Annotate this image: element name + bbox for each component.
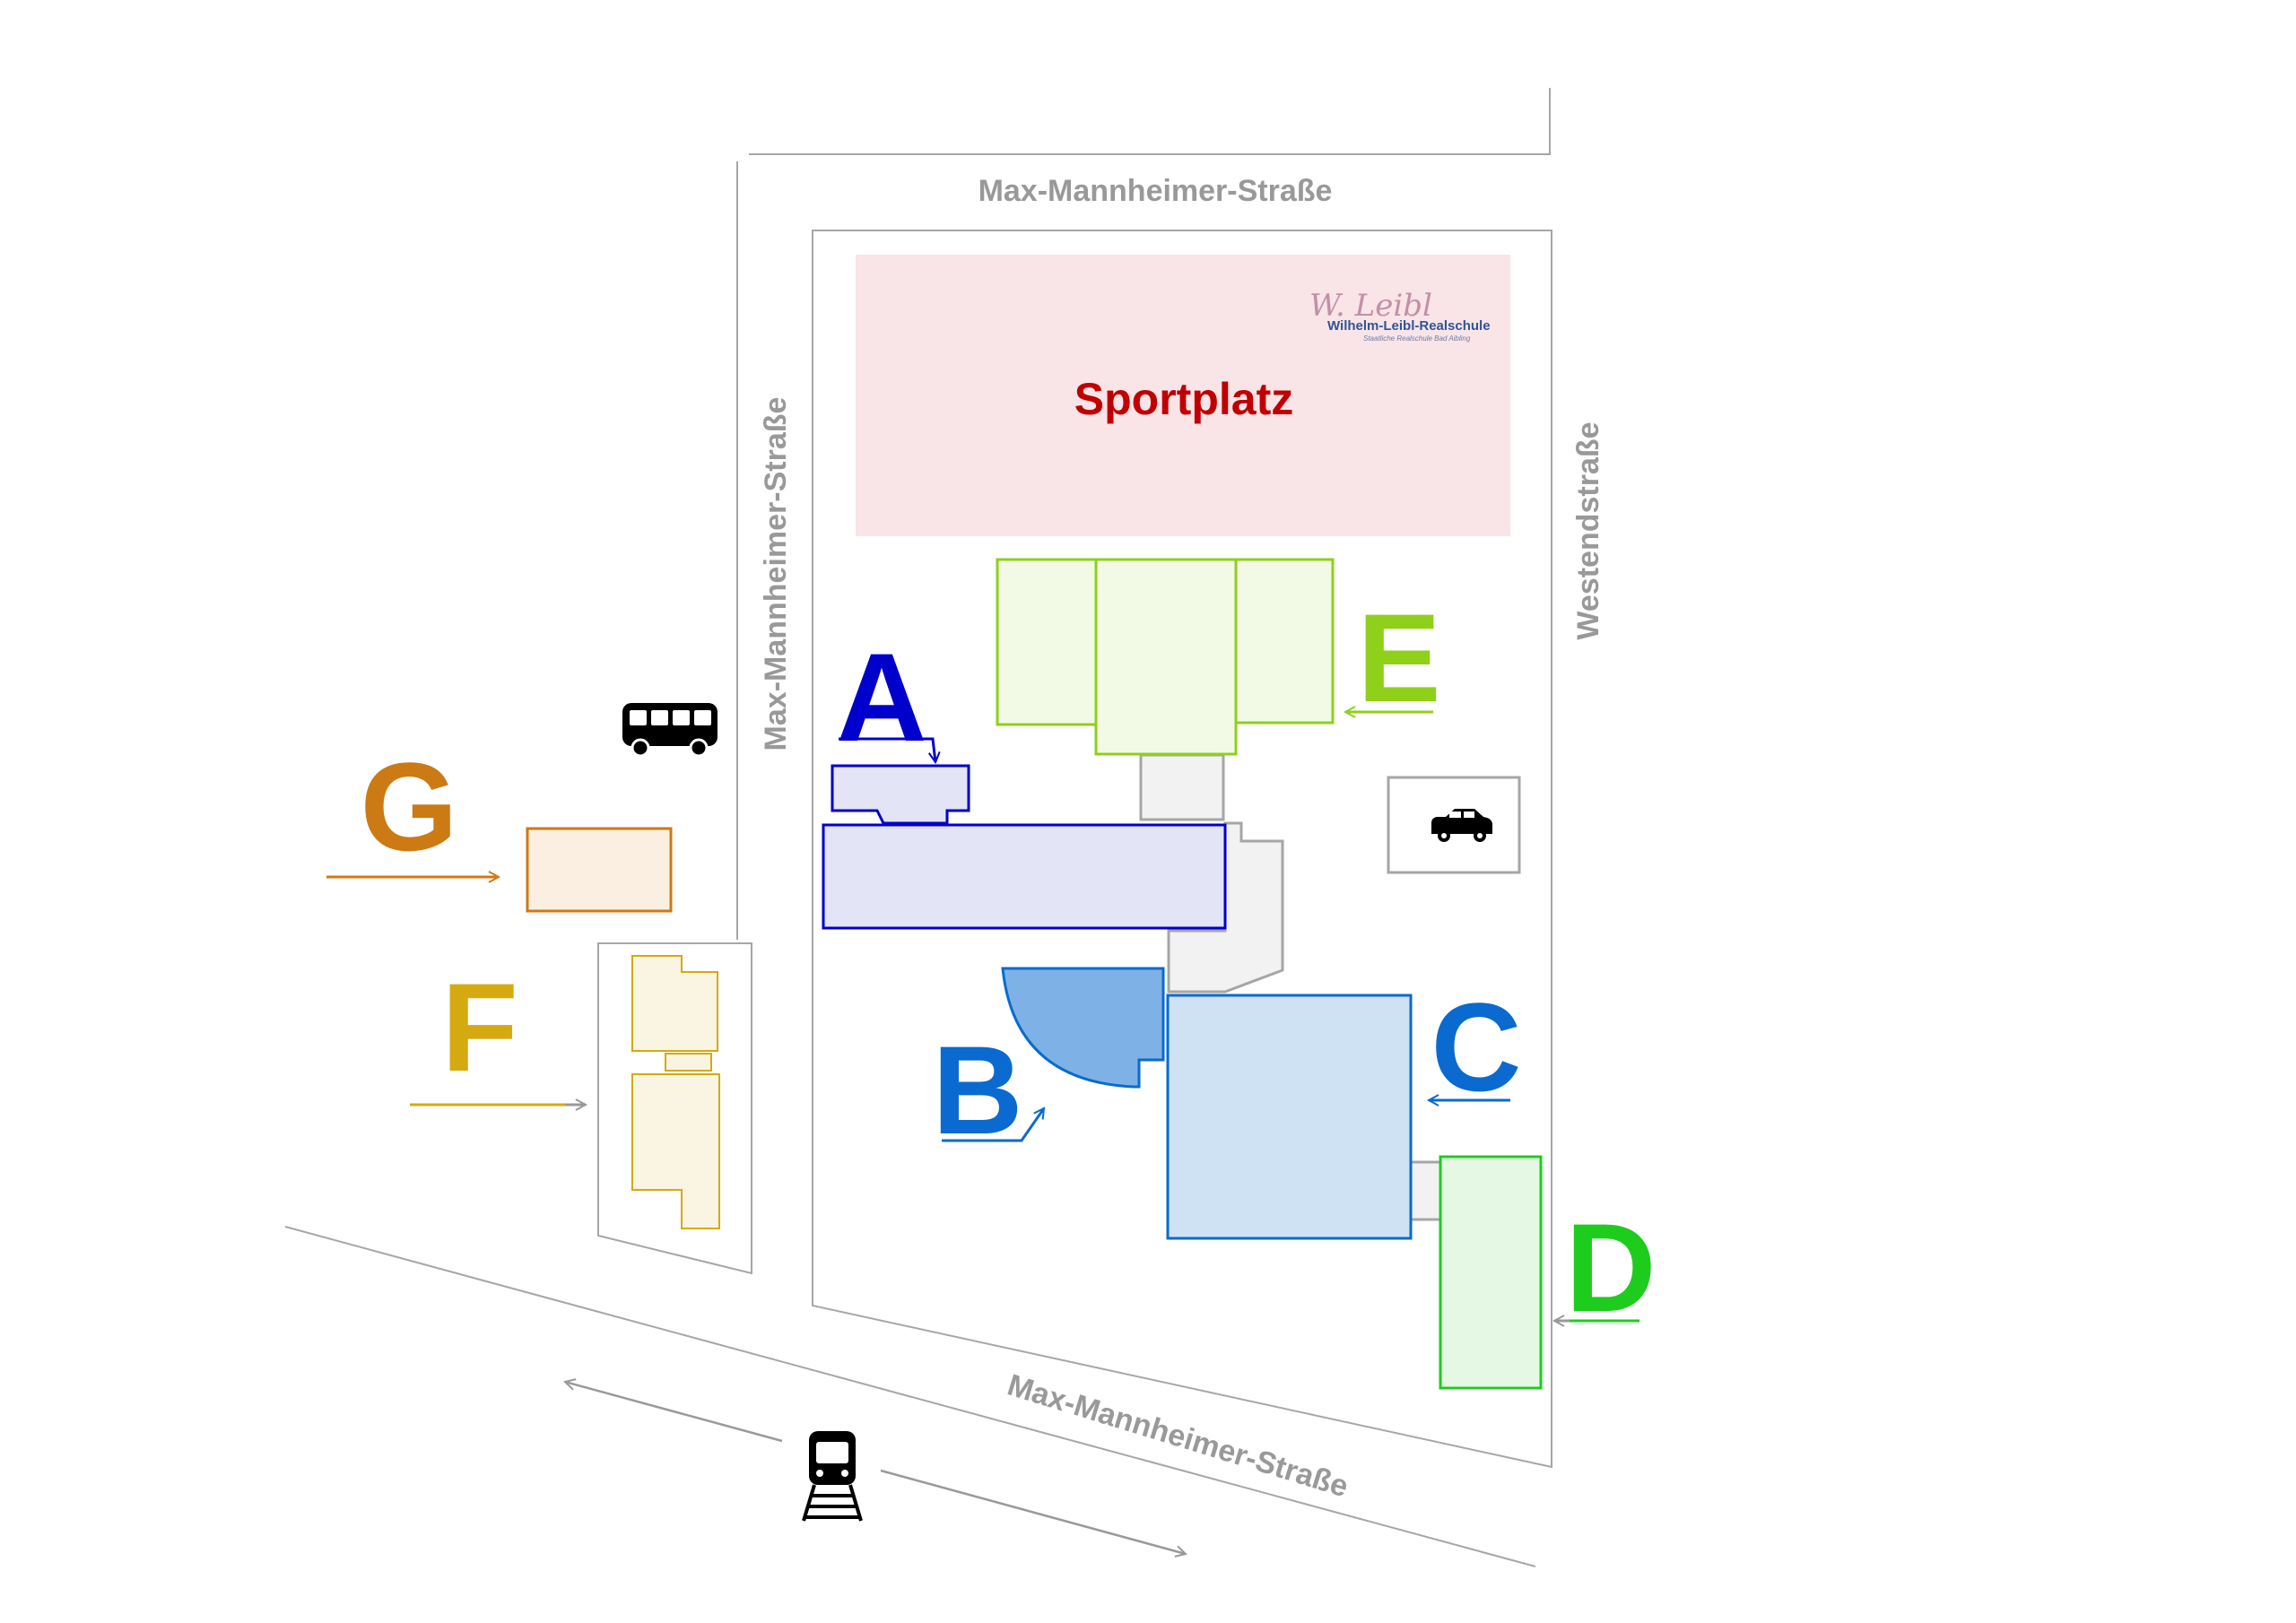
building-c-shape bbox=[1166, 994, 1413, 1240]
building-f[interactable]: F bbox=[410, 942, 752, 1275]
building-g-letter: G bbox=[361, 736, 458, 877]
car-icon bbox=[1431, 809, 1492, 842]
building-d-letter: D bbox=[1565, 1197, 1656, 1338]
train-icon bbox=[802, 1431, 863, 1522]
train-route bbox=[565, 1382, 1186, 1554]
building-a-letter: A bbox=[836, 627, 926, 768]
street-label-top: Max-Mannheimer-Straße bbox=[978, 174, 1333, 208]
building-e-center bbox=[1094, 558, 1238, 756]
street-line-top bbox=[749, 88, 1551, 155]
building-c[interactable]: C bbox=[1166, 976, 1522, 1240]
building-e-east-wing bbox=[1234, 558, 1335, 725]
building-g[interactable]: G bbox=[326, 736, 673, 913]
building-e-west-wing bbox=[996, 558, 1098, 726]
building-a-annex bbox=[831, 764, 970, 825]
building-b[interactable]: B bbox=[932, 967, 1165, 1160]
building-b-entrance-arrow bbox=[942, 1108, 1046, 1142]
bus-icon bbox=[622, 703, 718, 758]
building-a[interactable]: A bbox=[822, 627, 1227, 930]
sportplatz-label: Sportplatz bbox=[1074, 374, 1293, 424]
train-arrow-west bbox=[565, 1382, 783, 1443]
train-arrow-east bbox=[880, 1469, 1186, 1554]
building-g-shape bbox=[526, 827, 673, 913]
building-b-shape bbox=[1001, 967, 1165, 1089]
street-lines bbox=[284, 88, 1552, 1567]
connector-e-a bbox=[1139, 753, 1225, 821]
building-a-entrance-arrow bbox=[839, 737, 935, 762]
building-e-letter: E bbox=[1357, 587, 1440, 728]
building-f-south bbox=[631, 1073, 720, 1229]
school-grounds-boundary bbox=[812, 230, 1552, 1469]
parking-area bbox=[1387, 776, 1521, 874]
logo-subtitle: Staatliche Realschule Bad Aibling bbox=[1363, 334, 1471, 343]
building-f-north bbox=[631, 955, 718, 1052]
logo-name: Wilhelm-Leibl-Realschule bbox=[1327, 318, 1491, 334]
building-d-shape bbox=[1439, 1155, 1543, 1390]
sportplatz-area bbox=[856, 255, 1510, 536]
building-f-link bbox=[665, 1053, 712, 1072]
building-a-main bbox=[822, 823, 1227, 930]
street-label-left: Max-Mannheimer-Straße bbox=[759, 397, 793, 751]
building-b-letter: B bbox=[932, 1020, 1022, 1160]
street-line-bottom bbox=[284, 1226, 1536, 1567]
logo-script: W. Leibl bbox=[1309, 288, 1432, 324]
building-c-letter: C bbox=[1431, 976, 1521, 1117]
building-d[interactable]: D bbox=[1439, 1155, 1657, 1390]
sportplatz: Sportplatz bbox=[856, 255, 1510, 536]
school-logo: W. Leibl Wilhelm-Leibl-Realschule Staatl… bbox=[1309, 288, 1491, 343]
building-f-letter: F bbox=[441, 957, 518, 1098]
building-e[interactable]: E bbox=[996, 558, 1441, 756]
connector-c-d bbox=[1409, 1160, 1442, 1221]
street-label-right: Westendstraße bbox=[1571, 421, 1605, 639]
